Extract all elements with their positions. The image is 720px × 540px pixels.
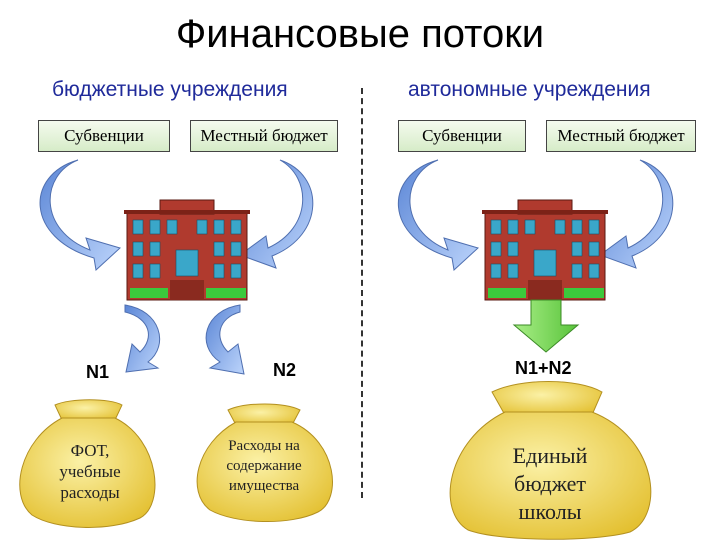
right-local-budget-box: Местный бюджет <box>546 120 696 152</box>
bag-middle-line-1: Расходы на <box>228 438 300 454</box>
label-n2: N2 <box>273 360 297 380</box>
right-subvention-box: Субвенции <box>398 120 526 152</box>
right-heading: автономные учреждения <box>408 78 651 101</box>
arrow-to-n1 <box>124 304 160 373</box>
label-n1: N1 <box>86 362 110 382</box>
bag-right-line-1: Единый <box>512 443 588 468</box>
bag-left-line-1: ФОТ, <box>70 441 110 460</box>
arrow-left-1 <box>39 159 121 271</box>
school-building-left <box>124 199 250 301</box>
arrow-to-n2 <box>205 304 245 375</box>
school-building-right <box>482 199 608 301</box>
bag-left-text: ФОТ, учебные расходы <box>30 440 150 503</box>
arrow-left-2 <box>238 159 314 269</box>
money-bag-right <box>449 381 652 540</box>
divider-line <box>361 88 363 498</box>
bag-middle-line-2: содержание <box>226 458 302 474</box>
left-subvention-box: Субвенции <box>38 120 170 152</box>
money-bag-left <box>19 399 156 528</box>
bag-left-line-2: учебные <box>59 462 121 481</box>
bag-left-line-3: расходы <box>60 483 120 502</box>
label-n1-n2: N1+N2 <box>515 358 572 378</box>
bag-right-text: Единый бюджет школы <box>490 442 610 526</box>
green-down-arrow <box>512 299 580 353</box>
arrow-right-1 <box>398 159 479 271</box>
left-local-budget-box: Местный бюджет <box>190 120 338 152</box>
page-title: Финансовые потоки <box>175 12 545 56</box>
bag-right-line-3: школы <box>518 499 582 524</box>
money-bag-middle <box>196 403 333 523</box>
bag-right-line-2: бюджет <box>514 471 586 496</box>
arrow-right-2 <box>598 159 674 269</box>
bag-middle-line-3: имущества <box>228 478 300 494</box>
bag-middle-text: Расходы на содержание имущества <box>204 436 324 496</box>
left-heading: бюджетные учреждения <box>52 78 288 101</box>
